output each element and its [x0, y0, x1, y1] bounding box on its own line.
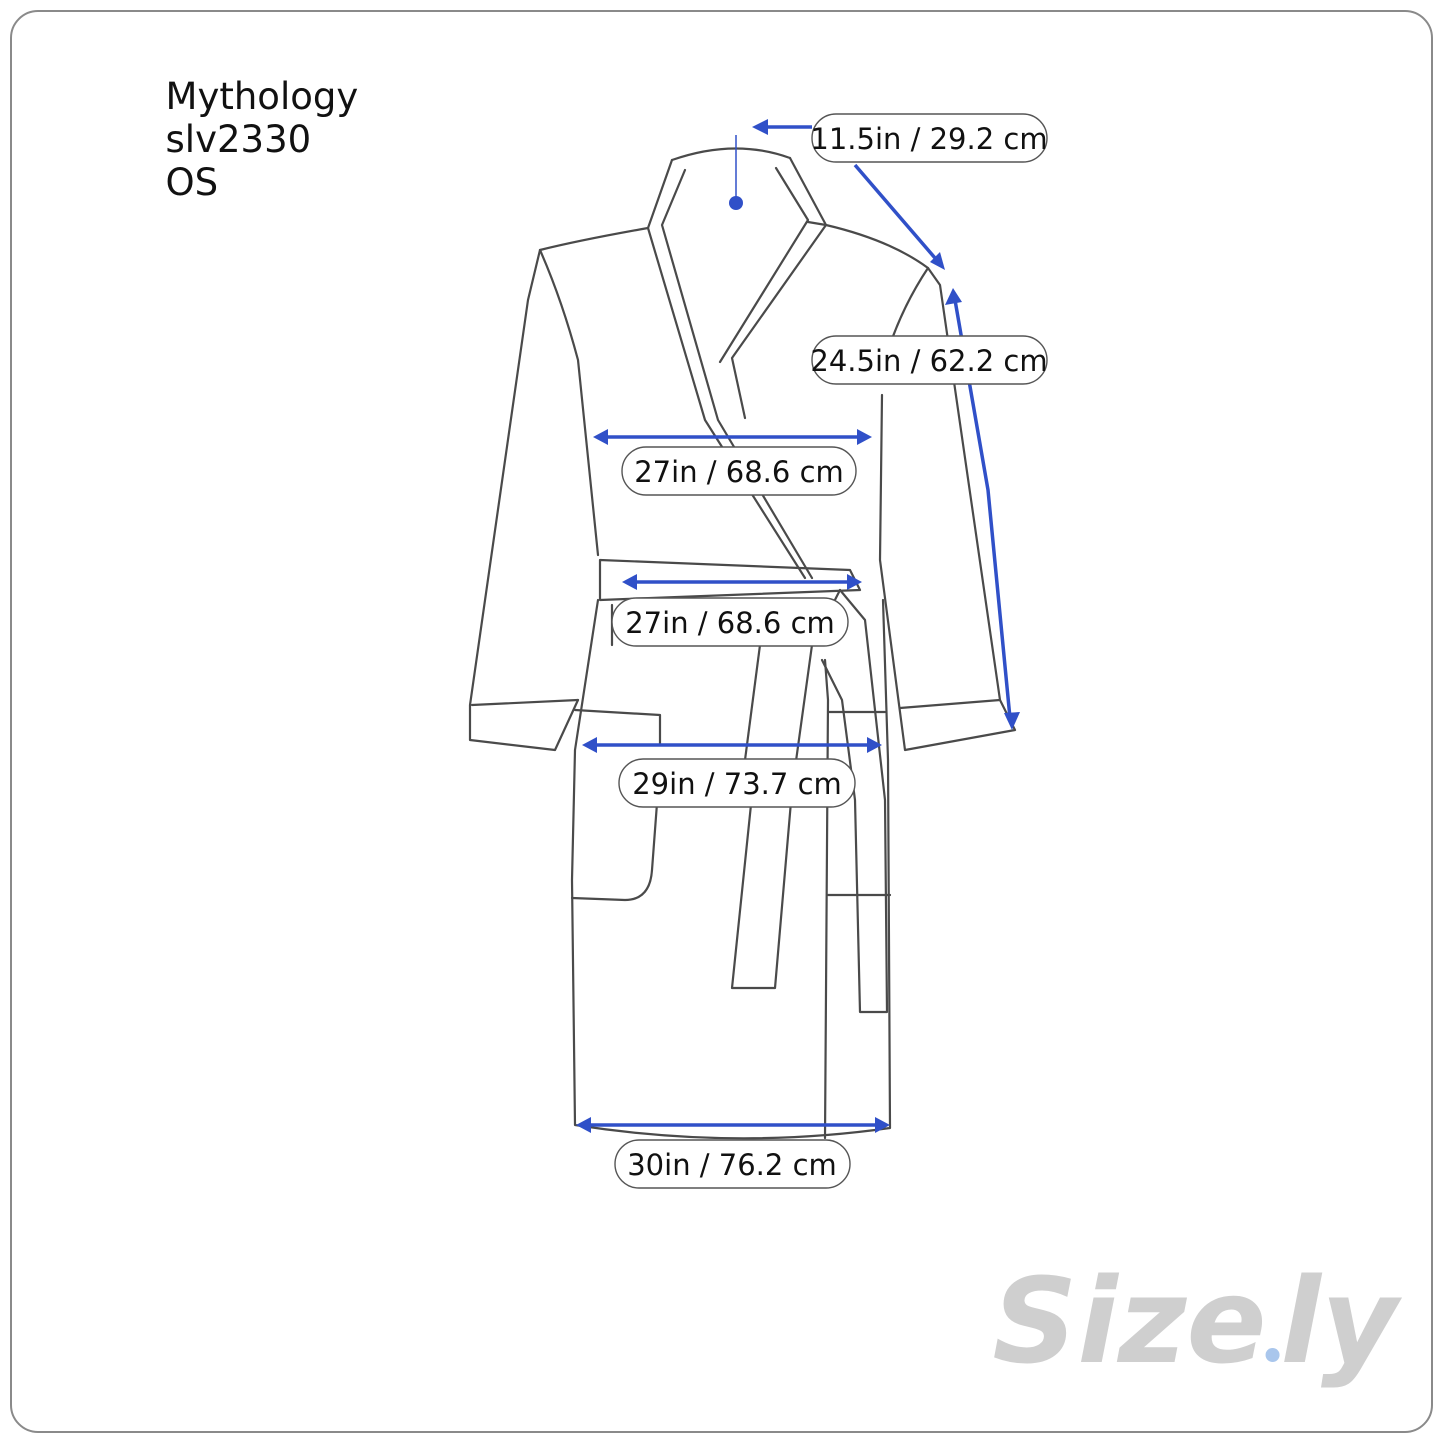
svg-text:24.5in / 62.2 cm: 24.5in / 62.2 cm [810, 344, 1047, 378]
product-header: Mythology slv2330 OS [142, 32, 396, 204]
svg-text:27in / 68.6 cm: 27in / 68.6 cm [625, 606, 835, 640]
shoulder-label: 11.5in / 29.2 cm [810, 113, 1048, 163]
chest-arrowhead-right [857, 429, 872, 445]
waist-arrowhead-right [847, 574, 862, 590]
hip-arrowhead-left [582, 737, 597, 753]
size-label: OS [165, 161, 219, 204]
sleeve-arrowhead-bottom [1004, 712, 1020, 730]
diagram-frame [10, 10, 1433, 1433]
shoulder-arrowhead [752, 119, 768, 135]
hem-label: 30in / 76.2 cm [614, 1139, 851, 1189]
neck-point-marker [729, 196, 743, 210]
waist-label: 27in / 68.6 cm [611, 597, 849, 647]
waist-arrowhead-left [622, 574, 637, 590]
logo-dot [1265, 1348, 1280, 1362]
hip-label: 29in / 73.7 cm [618, 758, 856, 808]
hem-arrowhead-right [875, 1117, 890, 1133]
chest-label: 27in / 68.6 cm [621, 446, 857, 496]
svg-text:30in / 76.2 cm: 30in / 76.2 cm [627, 1148, 837, 1182]
sleeve-arrowhead-top [945, 288, 962, 305]
logo-text-main: Size [992, 1252, 1266, 1390]
measurement-labels: 11.5in / 29.2 cm 24.5in / 62.2 cm 27in /… [611, 113, 1048, 1189]
hem-arrowhead-left [576, 1117, 591, 1133]
sizely-logo: Size ly [992, 1252, 1403, 1390]
style-code: slv2330 [165, 118, 312, 161]
brand-name: Mythology [165, 75, 359, 118]
shoulder-arrowhead-end [930, 252, 945, 270]
sleeve-label: 24.5in / 62.2 cm [810, 335, 1048, 385]
shoulder-measure-line [853, 163, 937, 260]
hip-arrowhead-right [867, 737, 882, 753]
chest-arrowhead-left [593, 429, 608, 445]
logo-text-suffix: ly [1281, 1252, 1403, 1390]
svg-text:11.5in / 29.2 cm: 11.5in / 29.2 cm [810, 122, 1047, 156]
svg-text:29in / 73.7 cm: 29in / 73.7 cm [632, 767, 842, 801]
svg-text:27in / 68.6 cm: 27in / 68.6 cm [634, 455, 844, 489]
